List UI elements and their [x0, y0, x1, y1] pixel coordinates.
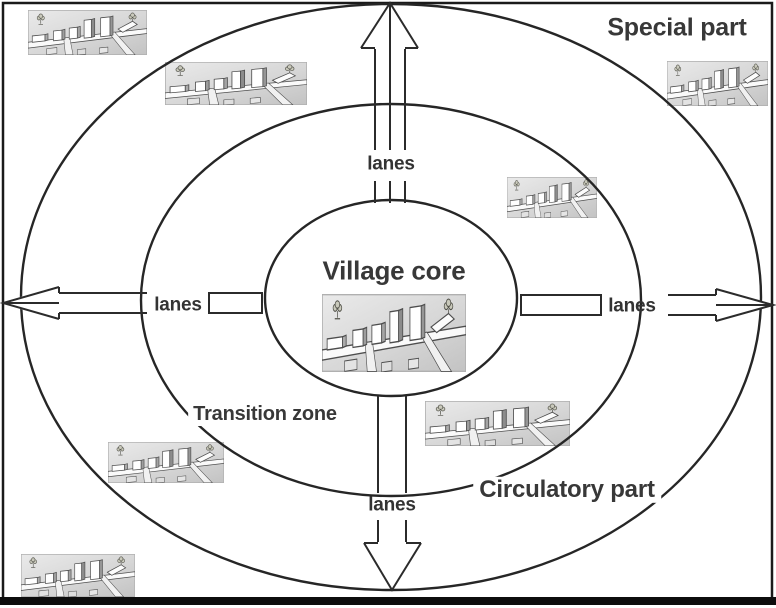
label-lanes-south: lanes — [368, 494, 416, 516]
label-lanes-north: lanes — [367, 153, 415, 175]
label-circulatory-part: Circulatory part — [473, 476, 661, 504]
village-sketch-image — [165, 62, 307, 105]
village-sketch-image — [667, 61, 768, 106]
diagram-border-bottom-bar — [0, 597, 776, 605]
lane-arrow-west — [0, 284, 263, 322]
village-sketch-image — [425, 401, 570, 446]
label-transition-zone: Transition zone — [188, 402, 342, 426]
village-sketch-image — [28, 10, 147, 55]
label-lanes-east: lanes — [608, 295, 656, 317]
village-sketch-image — [21, 554, 135, 597]
lane-arrow-south — [363, 396, 422, 592]
label-lanes-west: lanes — [154, 294, 202, 316]
lane-arrow-north — [360, 1, 420, 203]
label-village-core: Village core — [322, 255, 466, 286]
label-special-part: Special part — [607, 13, 747, 42]
lane-arrow-east — [520, 286, 776, 324]
village-sketch-image — [322, 295, 466, 372]
village-sketch-image — [108, 442, 224, 483]
village-sketch-image — [507, 177, 597, 218]
